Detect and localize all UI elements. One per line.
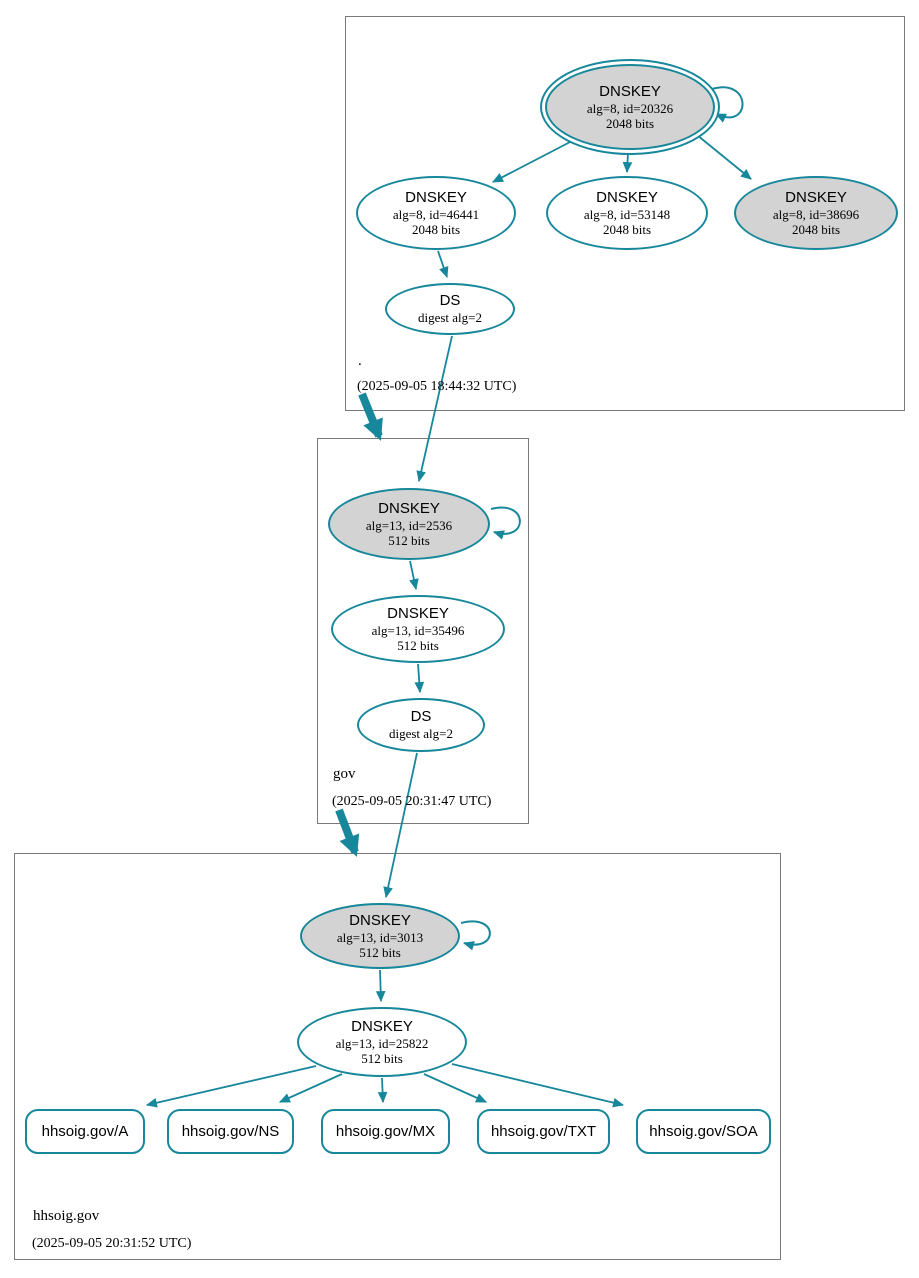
edge-hhsoig-zsk-to-soa [451, 1063, 625, 1108]
node-detail: alg=13, id=2536 [365, 517, 453, 533]
rrset-hhsoig-gov-txt[interactable]: hhsoig.gov/TXT [477, 1109, 610, 1154]
edge-delegation-root-to-gov [358, 392, 383, 441]
gov-ds-node[interactable]: DS digest alg=2 [357, 698, 485, 752]
zone-label-gov: gov [333, 766, 356, 782]
node-bits: 2048 bits [602, 221, 652, 237]
edge-root-ds-to-gov-ksk [416, 335, 453, 483]
edge-hhsoig-zsk-to-a [145, 1065, 317, 1108]
node-detail: alg=13, id=3013 [336, 929, 424, 945]
zone-box-gov [317, 438, 529, 824]
node-bits: 2048 bits [411, 221, 461, 237]
edge-hhsoig-ksk-to-zsk [375, 969, 386, 1003]
rrset-label: hhsoig.gov/MX [335, 1123, 436, 1140]
edge-hhsoig-zsk-to-ns [278, 1073, 343, 1103]
node-title: DS [439, 292, 461, 310]
edge-root-ksk-to-zsk53148 [622, 151, 633, 174]
zone-timestamp-hhsoig-gov: (2025-09-05 20:31:52 UTC) [32, 1236, 192, 1251]
node-title: DNSKEY [349, 911, 411, 929]
root-ds-node[interactable]: DS digest alg=2 [385, 283, 515, 335]
edge-hhsoig-zsk-to-mx [377, 1077, 388, 1104]
edge-gov-zsk-to-ds [414, 663, 425, 694]
node-detail: alg=8, id=20326 [586, 100, 674, 116]
edge-root-zsk-to-ds [437, 250, 449, 279]
node-detail: alg=8, id=46441 [392, 206, 480, 222]
zone-timestamp-root: (2025-09-05 18:44:32 UTC) [357, 379, 517, 394]
root-ksk-dnskey-node[interactable]: DNSKEY alg=8, id=20326 2048 bits [540, 59, 720, 155]
root-zsk-dnskey-38696-node[interactable]: DNSKEY alg=8, id=38696 2048 bits [734, 176, 898, 250]
rrset-hhsoig-gov-ns[interactable]: hhsoig.gov/NS [167, 1109, 294, 1154]
rrset-label: hhsoig.gov/NS [181, 1123, 280, 1140]
edge-root-ksk-self-sign [711, 86, 744, 123]
rrset-label: hhsoig.gov/A [41, 1123, 129, 1140]
node-detail: digest alg=2 [388, 726, 454, 742]
edge-gov-ksk-self-sign [490, 506, 521, 540]
node-detail: alg=13, id=25822 [335, 1035, 429, 1051]
node-detail: digest alg=2 [417, 310, 483, 326]
hhsoig-ksk-dnskey-3013-node[interactable]: DNSKEY alg=13, id=3013 512 bits [300, 903, 460, 969]
node-detail: alg=13, id=35496 [371, 622, 465, 638]
zone-box-hhsoig-gov [14, 853, 781, 1260]
node-title: DNSKEY [405, 188, 467, 206]
hhsoig-zsk-dnskey-25822-node[interactable]: DNSKEY alg=13, id=25822 512 bits [297, 1007, 467, 1077]
node-bits: 2048 bits [791, 221, 841, 237]
zone-timestamp-gov: (2025-09-05 20:31:47 UTC) [332, 794, 492, 809]
node-title: DNSKEY [387, 604, 449, 622]
edge-root-ksk-to-zsk46441 [492, 140, 573, 183]
rrset-label: hhsoig.gov/TXT [490, 1123, 597, 1140]
root-zsk-dnskey-53148-node[interactable]: DNSKEY alg=8, id=53148 2048 bits [546, 176, 708, 250]
edge-delegation-gov-to-hhsoig [335, 808, 360, 857]
rrset-hhsoig-gov-soa[interactable]: hhsoig.gov/SOA [636, 1109, 771, 1154]
rrset-label: hhsoig.gov/SOA [649, 1123, 758, 1140]
node-title: DNSKEY [351, 1017, 413, 1035]
edge-hhsoig-zsk-to-txt [423, 1073, 488, 1103]
node-bits: 512 bits [361, 1050, 403, 1066]
node-detail: alg=8, id=38696 [772, 206, 860, 222]
edge-hhsoig-ksk-self-sign [460, 920, 491, 951]
gov-zsk-dnskey-35496-node[interactable]: DNSKEY alg=13, id=35496 512 bits [331, 595, 505, 663]
node-title: DNSKEY [596, 188, 658, 206]
edge-gov-ksk-to-zsk [409, 560, 419, 591]
edge-gov-ds-to-hhsoig-ksk [383, 752, 418, 899]
node-bits: 512 bits [359, 944, 401, 960]
node-bits: 2048 bits [605, 115, 655, 131]
node-title: DS [410, 708, 432, 726]
root-zsk-dnskey-46441-node[interactable]: DNSKEY alg=8, id=46441 2048 bits [356, 176, 516, 250]
node-title: DNSKEY [378, 499, 440, 517]
zone-label-root: . [358, 353, 362, 369]
rrset-hhsoig-gov-a[interactable]: hhsoig.gov/A [25, 1109, 145, 1154]
zone-box-root [345, 16, 905, 411]
gov-ksk-dnskey-2536-node[interactable]: DNSKEY alg=13, id=2536 512 bits [328, 488, 490, 560]
edge-root-ksk-to-zsk38696 [696, 134, 752, 180]
node-detail: alg=8, id=53148 [583, 206, 671, 222]
node-title: DNSKEY [785, 188, 847, 206]
node-bits: 512 bits [397, 637, 439, 653]
root-ksk-dnskey-inner: DNSKEY alg=8, id=20326 2048 bits [545, 64, 715, 150]
rrset-hhsoig-gov-mx[interactable]: hhsoig.gov/MX [321, 1109, 450, 1154]
zone-label-hhsoig-gov: hhsoig.gov [33, 1208, 100, 1224]
node-bits: 512 bits [388, 532, 430, 548]
node-title: DNSKEY [599, 82, 661, 100]
